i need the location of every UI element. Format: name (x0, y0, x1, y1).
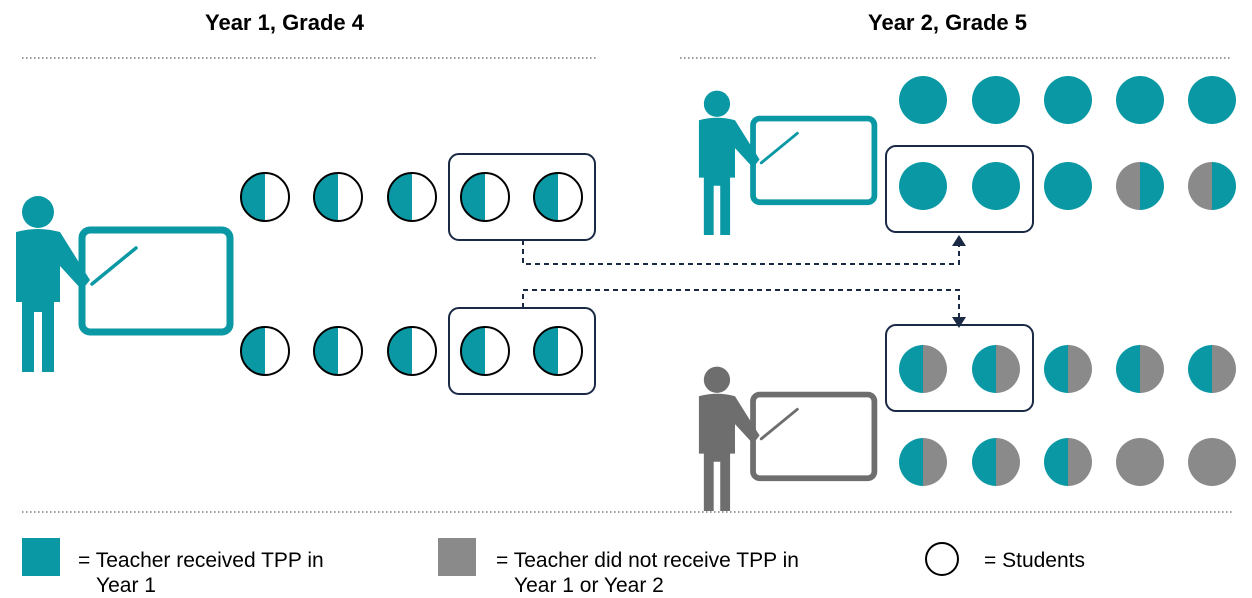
student-half-teal (240, 326, 290, 376)
legend-no-tpp-line2: Year 1 or Year 2 (514, 574, 664, 597)
pointer (90, 246, 138, 286)
teacher-head (22, 196, 54, 228)
reassigned-group-box (885, 324, 1034, 412)
student-half-teal (313, 326, 363, 376)
student-half-teal (240, 172, 290, 222)
student-teal-gray (1116, 345, 1164, 393)
teacher-year2-tpp (698, 90, 878, 235)
arrowhead-down-icon (952, 317, 966, 328)
board (750, 391, 878, 482)
student-gray-teal (1116, 162, 1164, 210)
teacher-body (698, 393, 760, 511)
student-gray-teal (1188, 162, 1236, 210)
student-teal-gray (972, 345, 1020, 393)
student-half-teal (387, 326, 437, 376)
legend-no-tpp-line1: = Teacher did not receive TPP in (496, 549, 799, 572)
student-gray (1116, 438, 1164, 486)
student-teal-gray (1188, 345, 1236, 393)
student-teal-gray (899, 345, 947, 393)
student-teal (1044, 76, 1092, 124)
legend-student-circle (925, 542, 959, 576)
reassigned-group-box (448, 307, 596, 395)
student-half-teal (533, 326, 583, 376)
student-teal (899, 162, 947, 210)
year2-heading: Year 2, Grade 5 (868, 10, 1027, 35)
legend-no-tpp-label: = Teacher did not receive TPP in Year 1 … (496, 548, 799, 598)
legend-teal-swatch (22, 538, 60, 576)
student-teal (1188, 76, 1236, 124)
student-gray (1188, 438, 1236, 486)
year1-heading: Year 1, Grade 4 (205, 10, 364, 35)
reassigned-group-box (885, 145, 1034, 233)
teacher-body (698, 117, 760, 235)
student-teal (1116, 76, 1164, 124)
connector-up (522, 240, 960, 265)
student-teal (1044, 162, 1092, 210)
legend-tpp-line2: Year 1 (96, 574, 156, 597)
student-half-teal (460, 172, 510, 222)
pointer (759, 407, 799, 441)
teacher-head (703, 366, 731, 393)
pointer (759, 131, 799, 165)
student-teal-gray (972, 438, 1020, 486)
board (78, 226, 234, 336)
legend-tpp-line1: = Teacher received TPP in (78, 549, 324, 572)
teacher-year1 (16, 196, 234, 372)
teacher-head (703, 90, 731, 117)
legend-gray-swatch (438, 538, 476, 576)
student-teal-gray (899, 438, 947, 486)
student-teal-gray (1044, 345, 1092, 393)
student-teal (972, 162, 1020, 210)
legend-tpp-label: = Teacher received TPP in Year 1 (78, 548, 324, 598)
student-teal-gray (1044, 438, 1092, 486)
arrowhead-up-icon (952, 235, 966, 246)
student-half-teal (313, 172, 363, 222)
reassigned-group-box (448, 153, 596, 241)
student-teal (972, 76, 1020, 124)
student-teal (899, 76, 947, 124)
board (750, 115, 878, 206)
student-half-teal (533, 172, 583, 222)
teacher-body (16, 229, 90, 372)
teacher-year2-no-tpp (698, 366, 878, 511)
legend-students-label: = Students (984, 549, 1085, 572)
student-half-teal (387, 172, 437, 222)
student-half-teal (460, 326, 510, 376)
connector-down (522, 289, 960, 318)
